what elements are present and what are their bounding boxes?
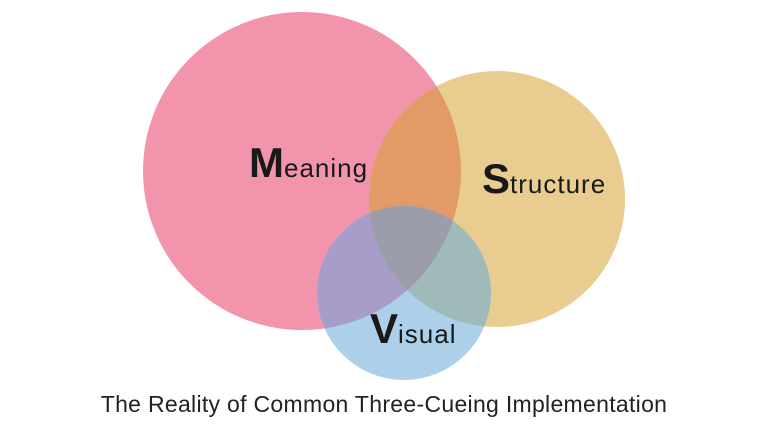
meaning-label-rest: eaning — [284, 153, 368, 183]
meaning-label: Meaning — [249, 139, 368, 186]
visual-label-initial: V — [370, 305, 398, 352]
caption: The Reality of Common Three-Cueing Imple… — [101, 391, 668, 417]
visual-label: Visual — [370, 305, 457, 352]
structure-label-rest: tructure — [510, 169, 606, 199]
meaning-label-initial: M — [249, 139, 284, 186]
visual-label-rest: isual — [398, 319, 456, 349]
structure-label-initial: S — [482, 155, 510, 202]
structure-label: Structure — [482, 155, 606, 202]
